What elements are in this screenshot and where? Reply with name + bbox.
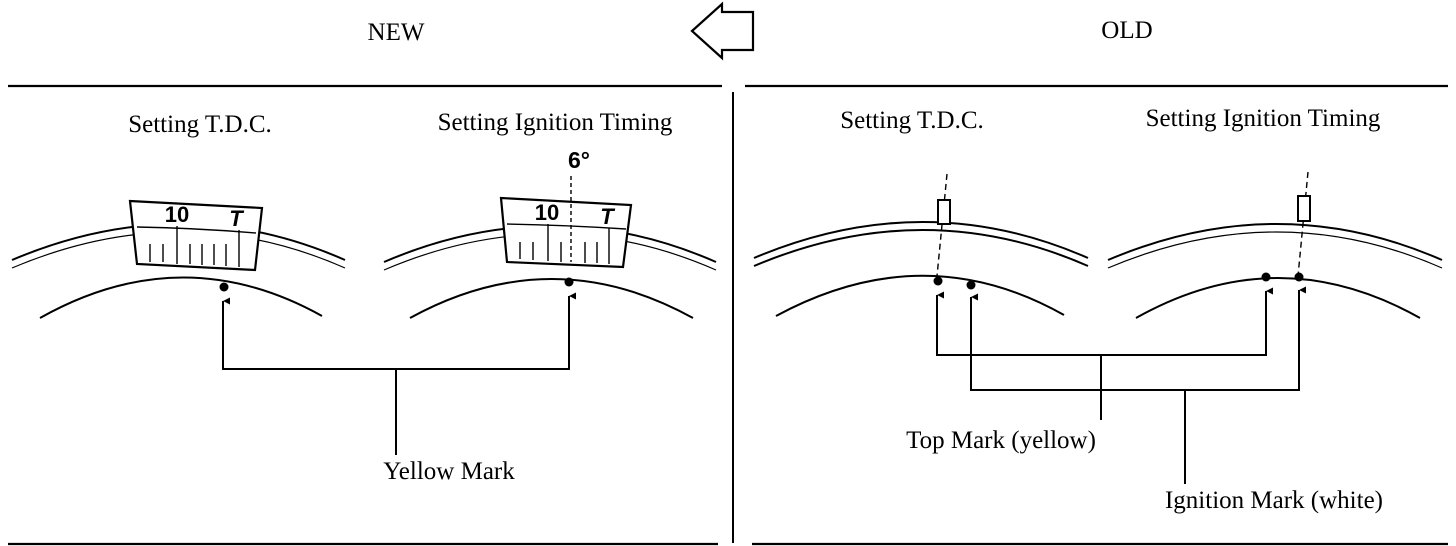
new-tdc-scale-ticks <box>149 226 240 267</box>
old-tdc-pulley <box>753 221 1089 317</box>
new-ignition-title: Setting Ignition Timing <box>438 109 673 136</box>
new-tdc-scale: 10 T <box>128 199 264 272</box>
new-ignition-scale-number: 10 <box>535 200 559 225</box>
old-ignition-title: Setting Ignition Timing <box>1146 105 1381 132</box>
old-ignition-ignition-dot <box>1294 272 1304 282</box>
yellow-mark-callout <box>222 292 576 455</box>
ignition-mark-callout <box>970 286 1306 484</box>
ignition-mark-label: Ignition Mark (white) <box>1165 487 1383 514</box>
old-tdc-title: Setting T.D.C. <box>840 107 984 134</box>
old-ignition-top-dot <box>1261 272 1271 282</box>
old-label: OLD <box>1101 17 1152 44</box>
old-ignition-pulley <box>1107 223 1443 319</box>
new-ignition-scale: 10 T <box>499 176 633 269</box>
left-arrow-icon <box>690 1 755 61</box>
old-tdc-ignition-dot <box>966 280 976 290</box>
new-tdc-scale-number: 10 <box>165 202 189 227</box>
old-tdc-top-dot <box>933 276 943 286</box>
new-ignition-scale-ticks <box>519 224 610 264</box>
old-tdc-pointer <box>936 173 951 277</box>
yellow-mark-label: Yellow Mark <box>383 458 515 485</box>
new-label: NEW <box>368 19 425 46</box>
top-mark-callout <box>936 287 1273 420</box>
new-ignition-scale-letter: T <box>600 204 615 229</box>
top-mark-label: Top Mark (yellow) <box>906 427 1096 454</box>
new-tdc-yellow-dot <box>219 282 229 292</box>
new-tdc-title: Setting T.D.C. <box>128 111 272 138</box>
degree-label: 6° <box>568 147 590 173</box>
old-ignition-pointer <box>1297 171 1311 277</box>
new-tdc-scale-letter: T <box>229 206 244 231</box>
new-ignition-yellow-dot <box>564 277 574 287</box>
